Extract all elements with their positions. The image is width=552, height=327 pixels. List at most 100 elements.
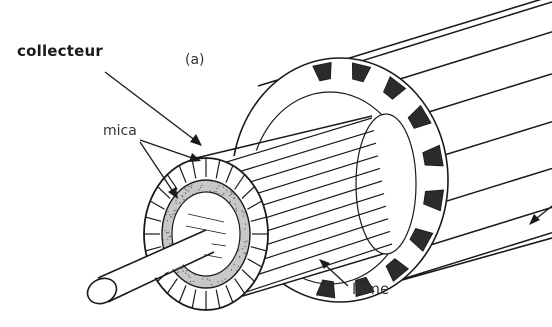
lame-label: lame (352, 280, 389, 298)
mica-dot (191, 187, 192, 188)
mica-dot (163, 239, 164, 240)
mica-dot (244, 241, 245, 242)
mica-dot (245, 252, 246, 253)
mica-dot (236, 270, 237, 271)
mica-dot (217, 273, 218, 274)
mica-dot (193, 281, 194, 282)
mica-dot (230, 191, 231, 192)
mica-dot (244, 253, 245, 254)
mica-dot (167, 239, 168, 240)
mica-dot (166, 232, 167, 233)
mica-dot (170, 217, 171, 218)
mica-dot (231, 194, 232, 195)
mica-dot (185, 192, 186, 193)
mica-dot (182, 203, 183, 204)
mica-dot (186, 189, 187, 190)
collecteur-arrow-head (190, 134, 202, 146)
mica-dot (192, 194, 193, 195)
mica-dot (181, 195, 182, 196)
mica-dot (174, 213, 175, 214)
mica-dot (166, 214, 167, 215)
mica-dot (218, 193, 219, 194)
mica-dot (235, 203, 236, 204)
panel-label: (a) (185, 52, 205, 68)
mica-dot (231, 193, 232, 194)
mica-dot (215, 191, 216, 192)
mica-dot (177, 272, 178, 273)
mica-arrow-line-1 (140, 140, 198, 160)
mica-dot (243, 212, 244, 213)
mica-dot (170, 236, 171, 237)
mica-dot (223, 186, 224, 187)
mica-dot (222, 194, 223, 195)
mica-dot (169, 214, 170, 215)
mica-dot (188, 274, 189, 275)
mica-dot (174, 210, 175, 211)
mica-dot (242, 248, 243, 249)
mica-dot (183, 199, 184, 200)
mica-dot (214, 191, 215, 192)
mica-dot (168, 232, 169, 233)
mica-dot (171, 243, 172, 244)
mica-dot (236, 210, 237, 211)
mica-dot (238, 250, 239, 251)
mica-dot (184, 188, 185, 189)
mica-dot (191, 185, 192, 186)
mica-dot (196, 192, 197, 193)
mica-dot (209, 190, 210, 191)
mica-dot (185, 273, 186, 274)
mica-dot (217, 281, 218, 282)
mica-dot (233, 194, 234, 195)
mica-dot (223, 193, 224, 194)
mica-dot (188, 190, 189, 191)
mica-dot (175, 203, 176, 204)
mica-dot (246, 241, 247, 242)
mica-dot (244, 228, 245, 229)
mica-dot (187, 198, 188, 199)
mica-dot (233, 264, 234, 265)
mica-dot (226, 190, 227, 191)
mica-dot (230, 190, 231, 191)
mica-dot (243, 215, 244, 216)
mica-dot (216, 187, 217, 188)
mica-dot (200, 187, 201, 188)
mica-dot (165, 230, 166, 231)
mica-dot (244, 246, 245, 247)
mica-dot (179, 202, 180, 203)
mica-dot (169, 236, 170, 237)
mica-dot (222, 280, 223, 281)
mica-dot (169, 243, 170, 244)
collecteur-label: collecteur (17, 42, 103, 60)
mica-dot (224, 278, 225, 279)
mica-dot (231, 269, 232, 270)
mica-dot (238, 247, 239, 248)
mica-dot (190, 281, 191, 282)
mica-dot (211, 284, 212, 285)
mica-dot (229, 195, 230, 196)
mica-dot (189, 276, 190, 277)
mica-dot (242, 210, 243, 211)
mica-dot (236, 208, 237, 209)
mica-dot (167, 220, 168, 221)
mica-dot (218, 185, 219, 186)
mica-dot (202, 278, 203, 279)
mica-dot (188, 186, 189, 187)
mica-dot (207, 278, 208, 279)
mica-dot (178, 271, 179, 272)
mica-dot (194, 274, 195, 275)
mica-dot (167, 211, 168, 212)
mica-dot (245, 223, 246, 224)
mica-dot (238, 265, 239, 266)
mica-label: mica (103, 123, 137, 139)
mica-dot (175, 200, 176, 201)
mica-dot (172, 214, 173, 215)
mica-dot (201, 185, 202, 186)
mica-dot (187, 269, 188, 270)
mica-dot (234, 197, 235, 198)
mica-dot (209, 279, 210, 280)
mica-dot (211, 181, 212, 182)
mica-dot (229, 202, 230, 203)
mica-dot (175, 209, 176, 210)
mica-dot (198, 189, 199, 190)
